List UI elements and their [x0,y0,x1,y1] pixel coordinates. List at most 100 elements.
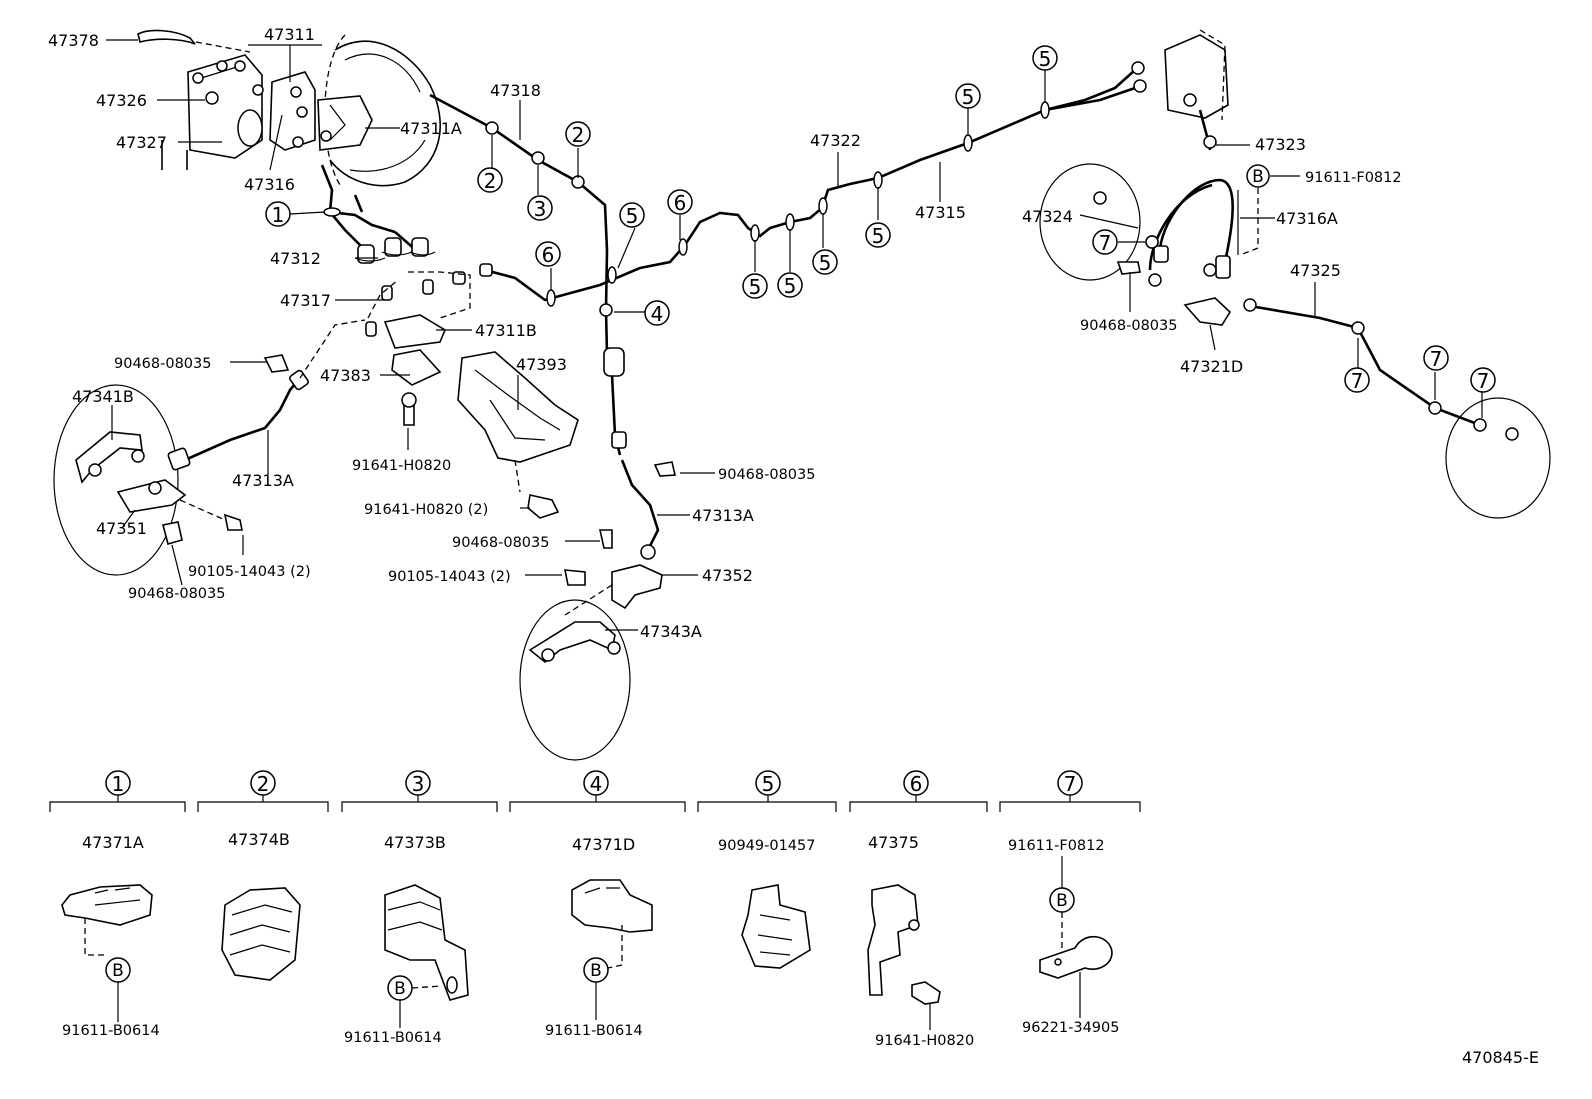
svg-text:B: B [394,979,406,999]
svg-text:5: 5 [784,274,797,298]
svg-text:5: 5 [762,772,775,796]
leader-lines [106,39,1483,631]
legend-2-part: 47374B [228,830,290,849]
callout-90468-left-bottom: 90468-08035 [128,586,226,602]
svg-text:5: 5 [749,275,762,299]
marker-5a: 5 [619,202,645,228]
marker-6b: 6 [667,189,693,215]
callout-47313A-center: 47313A [692,506,754,525]
legend-5-part: 90949-01457 [718,838,816,854]
marker-3: 3 [527,195,553,221]
callout-90468-mid: 90468-08035 [718,467,816,483]
callout-47326: 47326 [96,91,147,110]
svg-text:4: 4 [590,772,603,796]
svg-text:7: 7 [1351,369,1364,393]
marker-5b: 5 [742,273,768,299]
callout-47312: 47312 [270,249,321,268]
legend-7-part: 91611-F0812 [1008,838,1105,854]
svg-text:7: 7 [1099,231,1112,255]
legend-4: 4 47371D B 91611-B0614 [509,770,686,1039]
legend-7-bolt: 96221-34905 [1022,1020,1120,1036]
callout-90105-center: 90105-14043 (2) [388,569,511,585]
svg-text:6: 6 [910,772,923,796]
marker-B-top: B [1246,164,1270,188]
legend-6: 6 47375 91641-H0820 [849,770,988,1049]
svg-text:1: 1 [112,772,125,796]
svg-text:B: B [590,961,602,981]
marker-7a: 7 [1092,229,1118,255]
svg-text:6: 6 [542,243,555,267]
reservoir-hose [137,29,196,45]
callout-47311B: 47311B [475,321,537,340]
clamp-legend: 1 47371A B 91611-B0614 2 47374B 3 [49,770,1141,1049]
legend-7: 7 91611-F0812 B 96221-34905 [999,770,1141,1036]
callout-91611-F0812-top: 91611-F0812 [1305,170,1402,186]
marker-5d: 5 [812,249,838,275]
svg-text:B: B [1252,167,1264,187]
callout-47311A: 47311A [400,119,462,138]
callout-47311: 47311 [264,25,315,44]
callout-47324: 47324 [1022,207,1073,226]
callout-47351: 47351 [96,519,147,538]
legend-3: 3 47373B B 91611-B0614 [341,770,498,1046]
legend-4-bolt: 91611-B0614 [545,1023,643,1039]
callout-90468-right: 90468-08035 [1080,318,1178,334]
drawing-code: 470845-E [1462,1048,1539,1067]
svg-text:5: 5 [962,85,975,109]
legend-3-bolt: 91611-B0614 [344,1030,442,1046]
callout-47341B: 47341B [72,387,134,406]
legend-5: 5 90949-01457 [697,770,837,969]
callout-47316: 47316 [244,175,295,194]
callout-91641-mid: 91641-H0820 [352,458,451,474]
svg-text:5: 5 [819,251,832,275]
callout-47315: 47315 [915,203,966,222]
brake-booster-assembly [317,34,441,187]
callout-47393: 47393 [516,355,567,374]
callout-47325: 47325 [1290,261,1341,280]
callout-47321D: 47321D [1180,357,1243,376]
callout-91641-mid2: 91641-H0820 (2) [364,502,488,518]
marker-4: 4 [644,300,670,326]
marker-1: 1 [265,201,291,227]
svg-text:5: 5 [1039,47,1052,71]
svg-text:7: 7 [1477,369,1490,393]
callout-47327: 47327 [116,133,167,152]
legend-4-part: 47371D [572,835,635,854]
marker-5e: 5 [865,222,891,248]
svg-text:6: 6 [674,191,687,215]
callout-90468-center: 90468-08035 [452,535,550,551]
left-front-wheel-brake [53,319,366,576]
callout-47316A: 47316A [1276,209,1338,228]
svg-text:7: 7 [1430,347,1443,371]
svg-text:1: 1 [272,203,285,227]
svg-text:3: 3 [412,772,425,796]
svg-text:7: 7 [1064,772,1077,796]
marker-2b: 2 [565,121,591,147]
callout-47318: 47318 [490,81,541,100]
legend-6-bolt: 91641-H0820 [875,1033,974,1049]
callout-47322: 47322 [810,131,861,150]
svg-text:3: 3 [534,197,547,221]
part-callouts: 47378 47311 47326 47327 47316 47311A 473… [48,25,1402,641]
svg-text:2: 2 [484,169,497,193]
marker-2: 2 [477,167,503,193]
bracket-47311B [383,314,447,426]
marker-5c: 5 [777,272,803,298]
callout-47323: 47323 [1255,135,1306,154]
svg-text:2: 2 [257,772,270,796]
callout-47317: 47317 [280,291,331,310]
callout-47343A: 47343A [640,622,702,641]
legend-2: 2 47374B [197,770,329,981]
callout-47313A-left: 47313A [232,471,294,490]
legend-1: 1 47371A B 91611-B0614 [49,770,186,1039]
front-right-wheel-brake [519,347,676,761]
master-cylinder [161,54,332,170]
callout-47378: 47378 [48,31,99,50]
svg-text:2: 2 [572,123,585,147]
marker-5g: 5 [1032,45,1058,71]
circled-markers: 1 2 3 2 4 5 6 6 5 5 5 5 5 5 B 7 7 7 7 [265,45,1496,393]
svg-text:5: 5 [626,204,639,228]
svg-text:5: 5 [872,224,885,248]
marker-6a: 6 [535,241,561,267]
